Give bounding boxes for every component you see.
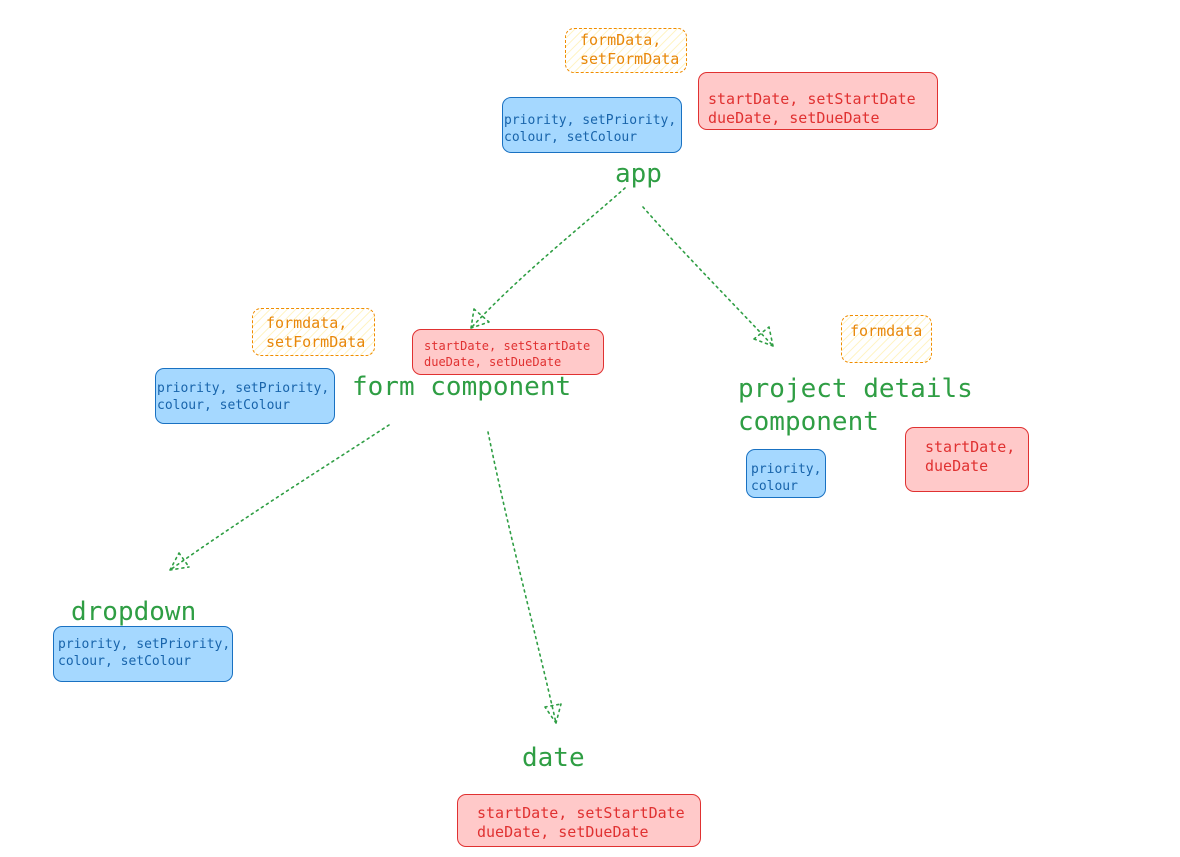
form-dates-box: startDate, setStartDate dueDate, setDueD… xyxy=(412,329,604,375)
project-dates-box: startDate, dueDate xyxy=(905,427,1029,492)
arrow-app-to-project xyxy=(642,206,774,347)
project-priority-box: priority, colour xyxy=(746,449,826,498)
node-form-component: form component xyxy=(352,372,572,402)
arrow-app-to-form xyxy=(470,187,626,329)
date-dates-box: startDate, setStartDate dueDate, setDueD… xyxy=(457,794,701,847)
node-app: app xyxy=(615,159,662,189)
arrow-form-to-dropdown xyxy=(169,424,390,571)
arrow-form-to-dropdown-head xyxy=(169,552,190,571)
arrow-form-to-date-head xyxy=(544,703,562,724)
dropdown-priority-box: priority, setPriority, colour, setColour xyxy=(53,626,233,682)
node-project-details-component: project details component xyxy=(738,374,973,437)
node-dropdown: dropdown xyxy=(71,597,197,627)
project-formdata-box: formdata xyxy=(841,315,932,363)
node-date: date xyxy=(522,743,585,773)
arrow-form-to-date xyxy=(487,431,557,724)
app-dates-box: startDate, setStartDate dueDate, setDueD… xyxy=(698,72,938,130)
app-priority-box: priority, setPriority, colour, setColour xyxy=(502,97,682,153)
form-priority-box: priority, setPriority, colour, setColour xyxy=(155,368,335,424)
app-formdata-box: formData, setFormData xyxy=(565,28,687,73)
form-formdata-box: formdata, setFormData xyxy=(252,308,375,356)
